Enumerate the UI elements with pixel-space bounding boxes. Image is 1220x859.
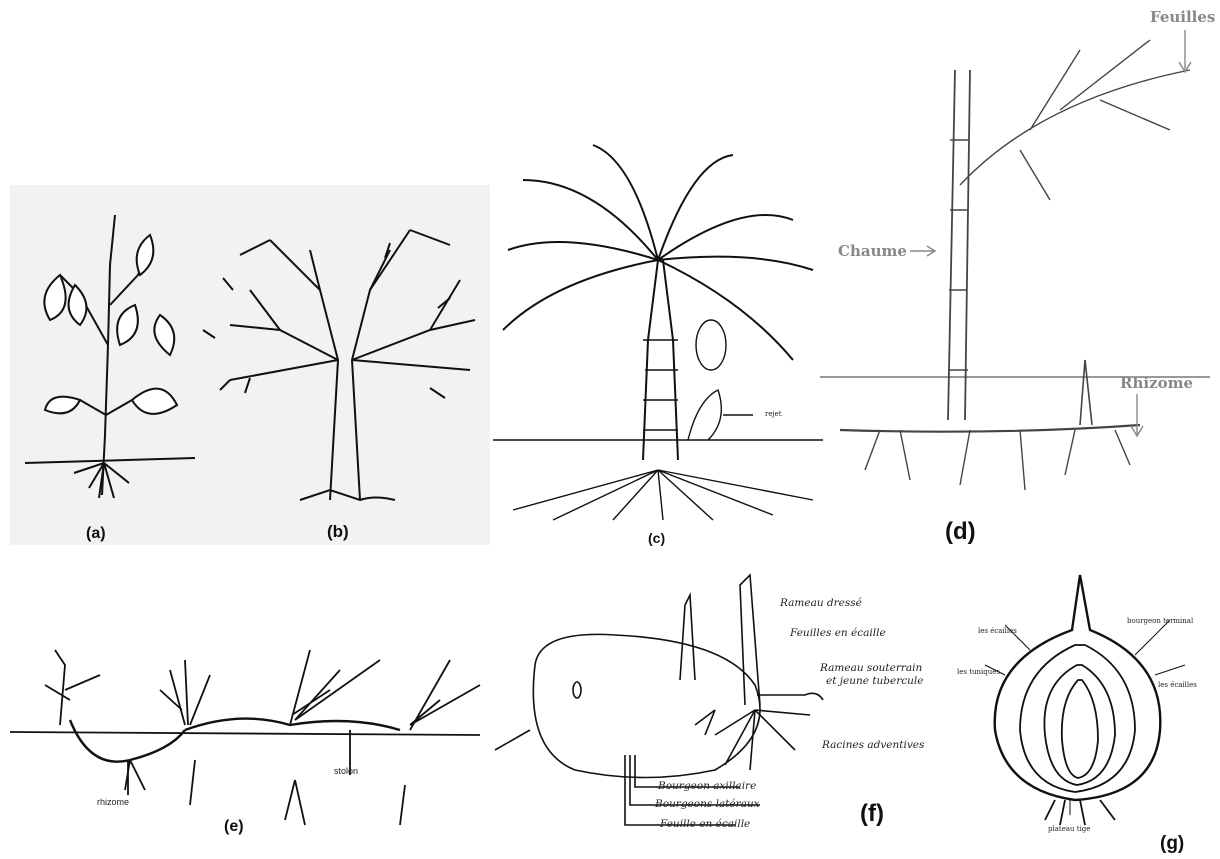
palm-drawing bbox=[493, 140, 823, 520]
label-tunics: les tuniques bbox=[957, 668, 1000, 676]
label-stem-plate: plateau tige bbox=[1048, 825, 1090, 833]
label-leaves: Feuilles bbox=[1150, 8, 1215, 26]
label-adventitious-roots: Racines adventives bbox=[822, 739, 924, 751]
caption-d: (d) bbox=[945, 518, 976, 546]
caption-c: (c) bbox=[648, 530, 665, 546]
label-upright-branch: Rameau dressé bbox=[780, 597, 862, 609]
caption-a: (a) bbox=[86, 525, 106, 543]
caption-g: (g) bbox=[1160, 833, 1184, 855]
panel-e bbox=[10, 630, 490, 810]
panel-g bbox=[960, 570, 1215, 840]
label-scale-leaves: Feuilles en écaille bbox=[790, 627, 886, 639]
tree-drawing bbox=[210, 210, 490, 510]
label-culm: Chaume bbox=[838, 242, 907, 260]
label-underground-branch-2: et jeune tubercule bbox=[826, 675, 923, 687]
panel-c bbox=[493, 140, 823, 520]
panel-a bbox=[20, 205, 210, 515]
label-stolon: stolon bbox=[334, 766, 358, 776]
caption-e: (e) bbox=[224, 818, 244, 836]
rhizome-stolon-drawing bbox=[10, 630, 490, 810]
label-terminal-bud: bourgeon terminal bbox=[1127, 617, 1193, 625]
caption-f: (f) bbox=[860, 800, 884, 828]
label-offshoot: rejet bbox=[765, 410, 782, 418]
label-scales-right: les écailles bbox=[1158, 681, 1197, 689]
label-scale-leaf: Feuille en écaille bbox=[660, 818, 750, 830]
label-rhizome-d: Rhizome bbox=[1120, 374, 1193, 392]
herbaceous-plant-drawing bbox=[20, 205, 210, 515]
panel-d bbox=[820, 10, 1210, 510]
label-scales-left: les écailles bbox=[978, 627, 1017, 635]
caption-b: (b) bbox=[327, 522, 349, 542]
panel-b bbox=[210, 210, 490, 510]
label-rhizome-e: rhizome bbox=[97, 797, 129, 807]
label-axillary-bud: Bourgeon axillaire bbox=[658, 780, 756, 792]
onion-bulb-drawing bbox=[960, 570, 1215, 840]
label-underground-branch-1: Rameau souterrain bbox=[820, 662, 922, 674]
bamboo-drawing bbox=[820, 10, 1210, 510]
label-lateral-buds: Bourgeons latéraux bbox=[655, 798, 760, 810]
